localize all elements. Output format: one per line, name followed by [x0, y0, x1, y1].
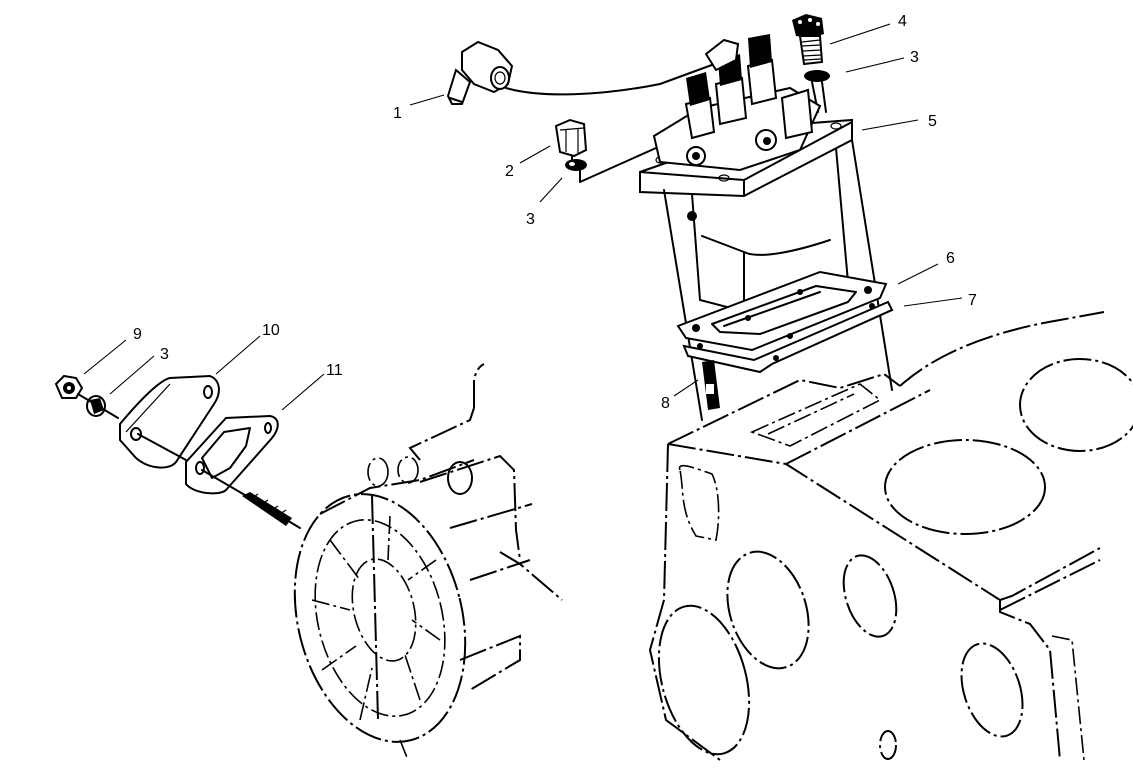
callout-4: 4: [898, 13, 907, 30]
part-3-washer-c: [77, 393, 119, 419]
leader-lines: [83, 23, 963, 411]
engine-block: [648, 311, 1133, 761]
callout-2: 2: [505, 163, 514, 180]
callout-7: 7: [968, 292, 977, 309]
callout-9: 9: [133, 326, 142, 343]
callout-8: 8: [661, 395, 670, 412]
part-3-washer-a: [565, 147, 657, 183]
part-9-nut: [54, 374, 84, 399]
stud-cover: [242, 492, 301, 529]
part-11-cover-gasket: [185, 414, 279, 499]
callout-1: 1: [393, 105, 402, 122]
callout-10: 10: [262, 322, 280, 339]
gear-housing: [293, 363, 563, 761]
part-8-stud: [702, 360, 720, 410]
part-6-gasket-upper: [676, 270, 888, 352]
callout-5: 5: [928, 113, 937, 130]
part-2-plug: [554, 118, 588, 167]
part-4-bolt: [792, 14, 824, 66]
part-10-cover-plate: [119, 374, 220, 469]
callout-3-washer-a: 3: [526, 211, 535, 228]
callout-3-washer-c: 3: [160, 346, 169, 363]
callout-3-washer-b: 3: [910, 49, 919, 66]
part-7-gasket-lower: [682, 300, 894, 374]
part-1-fuel-fitting: [446, 40, 721, 105]
callout-11: 11: [326, 362, 343, 379]
callout-6: 6: [946, 250, 955, 267]
